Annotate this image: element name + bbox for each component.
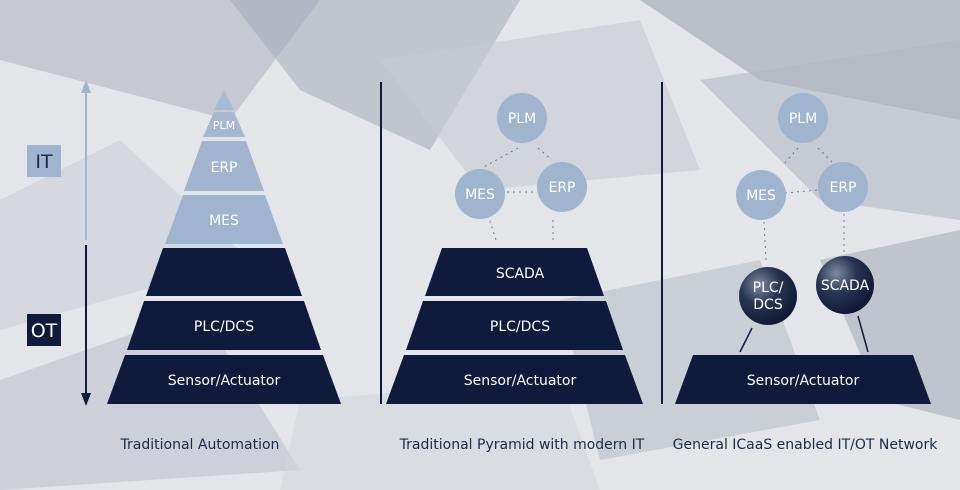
layer-sensor-actuator-2	[386, 355, 643, 404]
layer-plc-dcs-2	[406, 301, 623, 350]
layer-blank	[146, 248, 302, 296]
node-mes-label: MES	[465, 187, 495, 203]
axis-down-arrow-icon	[81, 393, 91, 406]
node-plm-3-label: PLM	[789, 111, 817, 127]
axis-up-arrow-icon	[81, 80, 91, 93]
caption-pyramid-modern-it: Traditional Pyramid with modern IT	[399, 437, 645, 453]
layer-sensor-actuator-3	[675, 355, 931, 404]
layer-erp-label: ERP	[210, 160, 237, 176]
node-plm-label: PLM	[508, 111, 536, 127]
layer-scada-label: SCADA	[496, 266, 545, 282]
it-label-text: IT	[35, 151, 53, 173]
layer-plm-label: PLM	[213, 119, 235, 132]
node-mes-3	[736, 170, 786, 220]
panel-traditional-automation: PLM ERP MES PLC/DCS Sensor/Actuator Trad…	[107, 90, 341, 453]
node-plc-dcs-label-line: DCS	[753, 297, 783, 313]
layer-mes-label: MES	[209, 213, 239, 229]
link-plm-mes-3	[781, 147, 799, 167]
layer-plc-dcs-label: PLC/DCS	[194, 319, 254, 335]
node-plm-3	[778, 93, 828, 143]
caption-traditional-automation: Traditional Automation	[120, 437, 280, 453]
link-mes-plc	[763, 221, 767, 261]
link-plm-mes	[481, 147, 519, 169]
it-label: IT	[27, 145, 61, 177]
layer-plc-dcs-2-label: PLC/DCS	[490, 319, 550, 335]
link-mes-scada	[487, 214, 498, 244]
node-erp	[537, 162, 587, 212]
caption-icaas-network: General ICaaS enabled IT/OT Network	[673, 437, 939, 453]
node-plm	[497, 93, 547, 143]
link-scada-sensor	[857, 315, 869, 353]
layer-erp	[184, 141, 264, 191]
it-label-box	[27, 145, 61, 177]
pyramid-apex	[214, 90, 234, 110]
node-erp-3	[818, 162, 868, 212]
layer-sensor-actuator	[107, 355, 341, 404]
layer-scada	[425, 248, 604, 296]
link-plc-sensor	[739, 327, 753, 353]
layer-plm	[203, 112, 245, 137]
layer-sensor-actuator-2-label: Sensor/Actuator	[464, 373, 577, 389]
ot-label-text: OT	[31, 320, 58, 342]
layer-sensor-actuator-label: Sensor/Actuator	[168, 373, 281, 389]
node-scada-label: SCADA	[821, 278, 870, 294]
ot-label-box	[27, 314, 61, 346]
node-mes-3-label: MES	[746, 188, 776, 204]
ot-label: OT	[27, 314, 61, 346]
node-scada-sphere	[816, 256, 874, 314]
node-erp-3-label: ERP	[829, 180, 856, 196]
node-mes	[455, 169, 505, 219]
it-ot-axis	[81, 80, 91, 406]
layer-mes	[165, 195, 283, 244]
panel-icaas-network: PLM MES ERP PLC/DCS SCADA Sensor/Actuato…	[673, 93, 939, 453]
layer-sensor-actuator-3-label: Sensor/Actuator	[747, 373, 860, 389]
node-erp-label: ERP	[548, 180, 575, 196]
layer-plc-dcs	[127, 301, 321, 350]
node-plc-dcs-sphere	[739, 267, 797, 325]
node-plc-dcs-label: PLC/DCS	[753, 280, 784, 313]
node-plc-dcs-label-line: PLC/	[753, 280, 784, 296]
panel-pyramid-modern-it: PLM MES ERP SCADA PLC/DCS Sensor/Actuato…	[386, 93, 645, 453]
